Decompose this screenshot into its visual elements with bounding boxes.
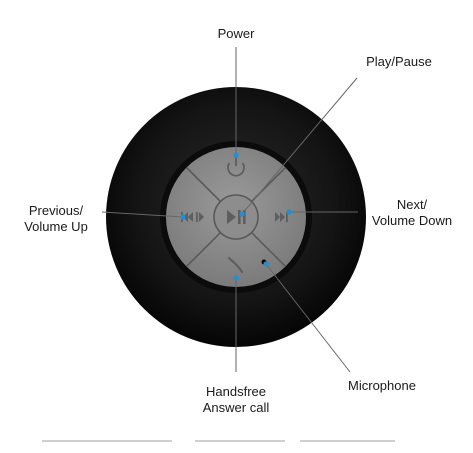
label-microphone: Microphone bbox=[348, 378, 416, 393]
marker-power bbox=[233, 152, 239, 158]
leader-lines bbox=[101, 47, 358, 373]
label-next: Next/ Volume Down bbox=[371, 197, 453, 228]
marker-dots bbox=[180, 152, 292, 281]
label-handsfree: Handsfree Answer call bbox=[202, 384, 270, 415]
marker-previous bbox=[180, 214, 186, 220]
label-previous: Previous/ Volume Up bbox=[24, 203, 88, 234]
marker-play bbox=[239, 211, 245, 217]
phone-icon bbox=[227, 256, 244, 274]
marker-handsfree bbox=[233, 275, 239, 281]
next-icon bbox=[275, 212, 288, 222]
power-icon bbox=[227, 157, 245, 177]
label-play-pause: Play/Pause bbox=[366, 54, 432, 69]
play-pause-icon bbox=[227, 210, 246, 224]
bottom-strip bbox=[42, 440, 395, 442]
marker-microphone bbox=[263, 261, 269, 267]
marker-next bbox=[286, 209, 292, 215]
label-power: Power bbox=[217, 26, 255, 41]
